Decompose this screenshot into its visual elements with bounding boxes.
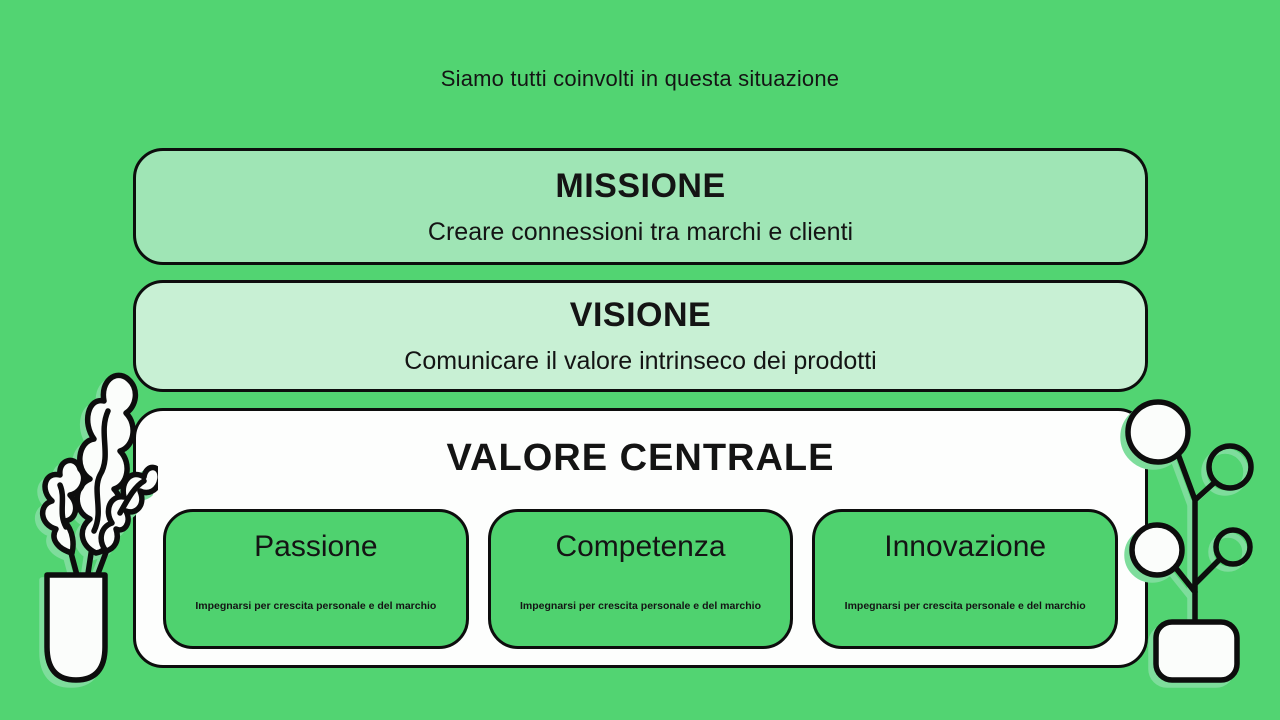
visione-section: VISIONE Comunicare il valore intrinseco … <box>133 280 1148 392</box>
leaf-vein <box>91 408 111 534</box>
value-card-competenza: Competenza Impegnarsi per crescita perso… <box>487 509 794 649</box>
leaf-vein <box>57 482 69 530</box>
visione-subtitle: Comunicare il valore intrinseco dei prod… <box>404 347 877 375</box>
valore-centrale-section: VALORE CENTRALE Passione Impegnarsi per … <box>133 408 1148 668</box>
value-card-title: Competenza <box>555 530 726 563</box>
plant-branch <box>1192 556 1223 587</box>
plant-branch <box>1172 564 1198 595</box>
visione-title: VISIONE <box>569 296 712 334</box>
value-cards: Passione Impegnarsi per crescita persona… <box>136 509 1145 649</box>
value-card-title: Innovazione <box>884 530 1047 563</box>
slide-subtitle: Siamo tutti coinvolti in questa situazio… <box>440 66 840 91</box>
plant-vase-icon <box>44 572 108 683</box>
wavy-leaf-icon <box>40 457 87 556</box>
valore-centrale-title: VALORE CENTRALE <box>446 437 835 479</box>
plant-pot-icon <box>1153 619 1240 683</box>
value-card-description: Impegnarsi per crescita personale e del … <box>519 600 762 612</box>
content-stack: MISSIONE Creare connessioni tra marchi e… <box>133 148 1148 668</box>
missione-title: MISSIONE <box>555 166 726 205</box>
value-card-innovazione: Innovazione Impegnarsi per crescita pers… <box>812 509 1119 649</box>
round-leaf-outline-icon <box>1206 443 1254 491</box>
value-card-title: Passione <box>254 530 378 563</box>
value-card-description: Impegnarsi per crescita personale e del … <box>844 600 1086 612</box>
plant-stem <box>67 546 81 582</box>
plant-branch <box>1192 479 1218 503</box>
wavy-leaf-icon <box>74 372 139 556</box>
value-card-passione: Passione Impegnarsi per crescita persona… <box>163 509 469 649</box>
plant-stem <box>84 544 95 583</box>
plant-stem <box>93 544 111 582</box>
missione-subtitle: Creare connessioni tra marchi e clienti <box>427 217 854 246</box>
value-card-description: Impegnarsi per crescita personale e del … <box>195 600 437 612</box>
round-leaf-outline-icon <box>1213 527 1253 567</box>
missione-section: MISSIONE Creare connessioni tra marchi e… <box>133 148 1148 265</box>
plant-stem <box>1175 451 1198 627</box>
